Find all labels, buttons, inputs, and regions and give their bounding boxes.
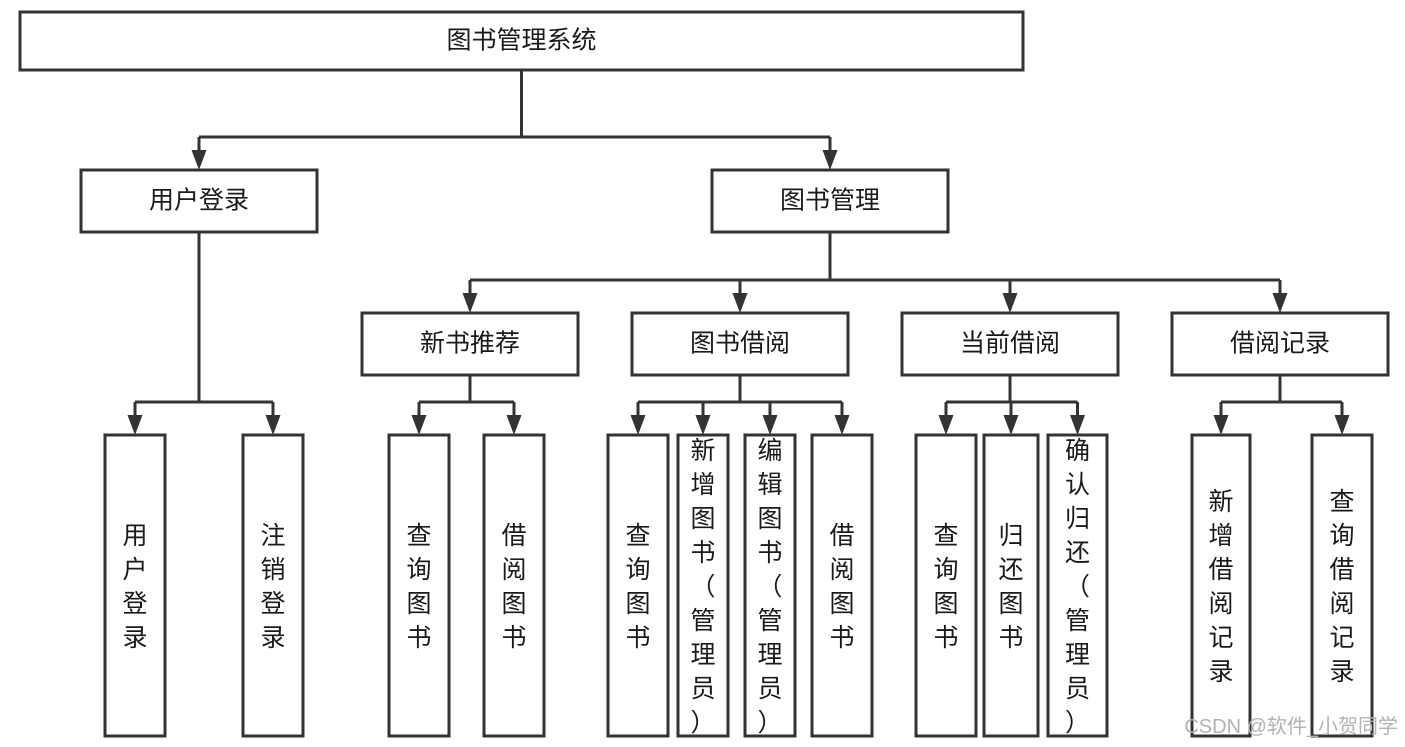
node-leaf-add-book[interactable]: 新增图书（管理员）: [676, 433, 730, 738]
node-leaf-query-book-3[interactable]: 查询图书: [914, 433, 978, 738]
node-box-book-borrow: [630, 311, 850, 377]
node-label-new-book-recommend: 新书推荐: [420, 330, 520, 358]
node-label-book-borrow: 图书借阅: [690, 330, 790, 358]
node-box-leaf-query-book-3: [914, 433, 978, 738]
node-label-leaf-query-book-1: 查询图书: [406, 522, 431, 652]
node-label-leaf-query-book-3: 查询图书: [933, 522, 958, 652]
node-box-current-borrow: [900, 311, 1120, 377]
node-label-leaf-user-login: 用户登录: [122, 522, 147, 652]
node-box-leaf-borrow-book-1: [482, 433, 546, 738]
node-label-borrow-record: 借阅记录: [1230, 330, 1330, 358]
node-label-leaf-query-book-2: 查询图书: [625, 522, 650, 652]
node-box-leaf-logout: [241, 433, 305, 738]
node-label-current-borrow: 当前借阅: [960, 330, 1060, 358]
node-label-leaf-add-book: 新增图书（管理员）: [690, 437, 715, 737]
node-box-leaf-add-record: [1190, 433, 1252, 738]
node-root[interactable]: 图书管理系统: [18, 10, 1025, 72]
node-leaf-edit-book[interactable]: 编辑图书（管理员）: [743, 433, 797, 738]
node-box-leaf-edit-book: [743, 433, 797, 738]
node-leaf-add-record[interactable]: 新增借阅记录: [1190, 433, 1252, 738]
node-box-borrow-record: [1170, 311, 1390, 377]
node-leaf-borrow-book-2[interactable]: 借阅图书: [810, 433, 874, 738]
node-layer: 图书管理系统用户登录图书管理新书推荐图书借阅当前借阅借阅记录用户登录注销登录查询…: [18, 10, 1390, 738]
node-book-borrow[interactable]: 图书借阅: [630, 311, 850, 377]
node-box-leaf-return-book: [982, 433, 1040, 738]
node-leaf-user-login[interactable]: 用户登录: [103, 433, 167, 738]
node-leaf-borrow-book-1[interactable]: 借阅图书: [482, 433, 546, 738]
node-label-leaf-borrow-book-2: 借阅图书: [829, 522, 854, 652]
node-label-leaf-logout: 注销登录: [260, 522, 285, 652]
node-new-book-recommend[interactable]: 新书推荐: [360, 311, 580, 377]
node-label-leaf-query-record: 查询借阅记录: [1329, 488, 1354, 686]
node-label-leaf-borrow-book-1: 借阅图书: [501, 522, 526, 652]
node-box-leaf-query-book-2: [606, 433, 670, 738]
node-leaf-confirm-return[interactable]: 确认归还（管理员）: [1046, 433, 1109, 738]
node-current-borrow[interactable]: 当前借阅: [900, 311, 1120, 377]
node-box-leaf-borrow-book-2: [810, 433, 874, 738]
node-box-root: [18, 10, 1025, 72]
node-label-book-manage: 图书管理: [780, 187, 880, 215]
connector-layer: [127, 70, 1350, 435]
node-leaf-logout[interactable]: 注销登录: [241, 433, 305, 738]
node-box-leaf-add-book: [676, 433, 730, 738]
node-box-leaf-query-book-1: [387, 433, 451, 738]
node-label-leaf-add-record: 新增借阅记录: [1208, 488, 1233, 686]
node-box-leaf-query-record: [1310, 433, 1374, 738]
node-borrow-record[interactable]: 借阅记录: [1170, 311, 1390, 377]
node-box-new-book-recommend: [360, 311, 580, 377]
node-label-leaf-confirm-return: 确认归还（管理员）: [1065, 437, 1090, 737]
csdn-watermark: CSDN @软件_小贺同学: [1184, 715, 1398, 738]
node-box-leaf-user-login: [103, 433, 167, 738]
node-user-login[interactable]: 用户登录: [79, 168, 319, 234]
node-leaf-query-record[interactable]: 查询借阅记录: [1310, 433, 1374, 738]
node-label-leaf-edit-book: 编辑图书（管理员）: [757, 437, 782, 737]
node-label-leaf-return-book: 归还图书: [998, 522, 1023, 652]
node-label-user-login: 用户登录: [149, 187, 249, 215]
node-leaf-query-book-1[interactable]: 查询图书: [387, 433, 451, 738]
node-label-root: 图书管理系统: [446, 27, 596, 55]
node-leaf-return-book[interactable]: 归还图书: [982, 433, 1040, 738]
node-box-leaf-confirm-return: [1046, 433, 1109, 738]
node-box-user-login: [79, 168, 319, 234]
node-leaf-query-book-2[interactable]: 查询图书: [606, 433, 670, 738]
node-book-manage[interactable]: 图书管理: [710, 168, 950, 234]
node-box-book-manage: [710, 168, 950, 234]
